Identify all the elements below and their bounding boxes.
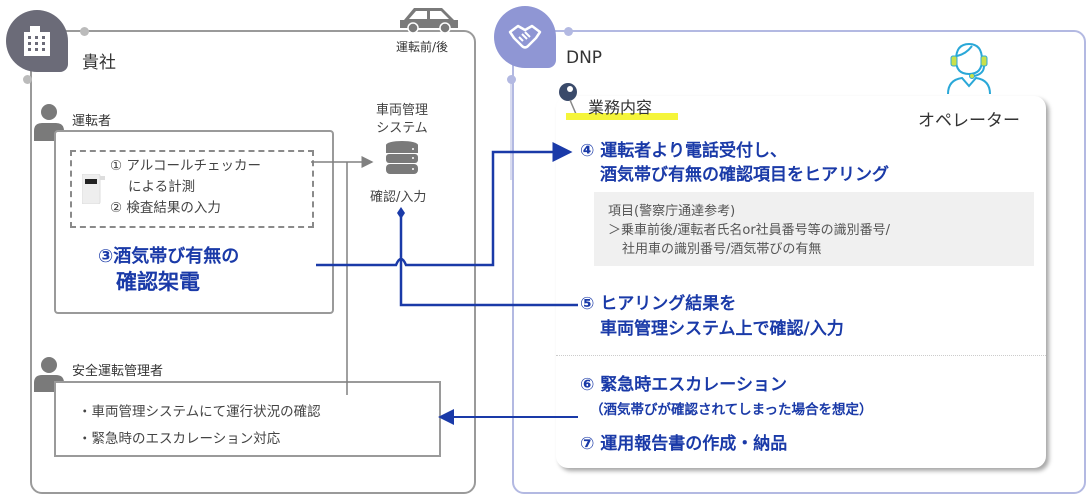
manager-item-2: ・緊急時のエスカレーション対応 xyxy=(78,431,281,447)
work-title: 業務内容 xyxy=(588,98,653,117)
alcohol-checker-icon xyxy=(82,174,105,204)
items-note-box xyxy=(594,192,1034,266)
frame-dot xyxy=(507,75,516,84)
items-note-title: 項目(警察庁通達参考) xyxy=(608,204,736,219)
step-3-line1: ③酒気帯び有無の xyxy=(98,246,240,267)
handshake-icon xyxy=(508,24,542,49)
driver-label: 運転者 xyxy=(72,114,112,129)
vehicle-system-label: 車両管理 システム xyxy=(372,102,432,138)
frame-dot xyxy=(80,27,89,36)
step-4-line1: ④ 運転者より電話受付し、 xyxy=(580,141,787,161)
items-note-line1: ＞乗車前後/運転者氏名or社員番号等の識別番号/ xyxy=(608,223,891,238)
step-1-text: アルコールチェッカー xyxy=(126,158,262,174)
car-icon xyxy=(400,8,458,34)
step-1-line1: ① アルコールチェッカー xyxy=(110,154,261,174)
alcohol-check-box xyxy=(70,150,314,228)
divider xyxy=(556,355,1046,356)
manager-box xyxy=(54,381,441,457)
frame-dot xyxy=(564,27,573,36)
items-note-line2: 社用車の識別番号/酒気帯びの有無 xyxy=(622,242,822,257)
step-1-number: ① xyxy=(110,158,123,174)
system-label-line2: システム xyxy=(376,121,428,136)
work-content-card xyxy=(556,96,1046,468)
frame-dot xyxy=(23,75,32,84)
headset-operator-icon xyxy=(947,42,991,94)
items-note: 項目(警察庁通達参考) ＞乗車前後/運転者氏名or社員番号等の識別番号/ 社用車… xyxy=(608,202,890,259)
title-highlight xyxy=(566,113,678,120)
step-4-line2: 酒気帯び有無の確認項目をヒアリング xyxy=(600,165,889,185)
timing-label: 運転前/後 xyxy=(396,40,449,54)
manager-item-1: ・車両管理システムにて運行状況の確認 xyxy=(78,404,321,420)
building-icon xyxy=(24,26,50,56)
dnp-title: DNP xyxy=(566,48,603,68)
pushpin-icon xyxy=(559,83,577,115)
system-action-label: 確認/入力 xyxy=(370,190,427,205)
company-badge xyxy=(6,10,68,72)
manager-label: 安全運転管理者 xyxy=(72,364,164,379)
step-5-line2: 車両管理システム上で確認/入力 xyxy=(600,319,844,339)
step-2: ② 検査結果の入力 xyxy=(110,196,221,216)
step-6-line2: （酒気帯びが確認されてしまった場合を想定） xyxy=(590,402,873,418)
operator-label: オペレーター xyxy=(918,111,1020,131)
company-title: 貴社 xyxy=(82,53,116,73)
step-3-line2: 確認架電 xyxy=(116,270,200,294)
step-1-line2: による計測 xyxy=(128,179,196,195)
dnp-badge xyxy=(494,6,556,68)
system-label-line1: 車両管理 xyxy=(375,103,428,118)
step-7: ⑦ 運用報告書の作成・納品 xyxy=(580,434,788,454)
step-6-line1: ⑥ 緊急時エスカレーション xyxy=(580,375,787,395)
step-2-number: ② xyxy=(110,200,123,216)
database-icon xyxy=(386,141,418,174)
step-5-line1: ⑤ ヒアリング結果を xyxy=(580,294,737,314)
step-2-text: 検査結果の入力 xyxy=(126,200,221,216)
